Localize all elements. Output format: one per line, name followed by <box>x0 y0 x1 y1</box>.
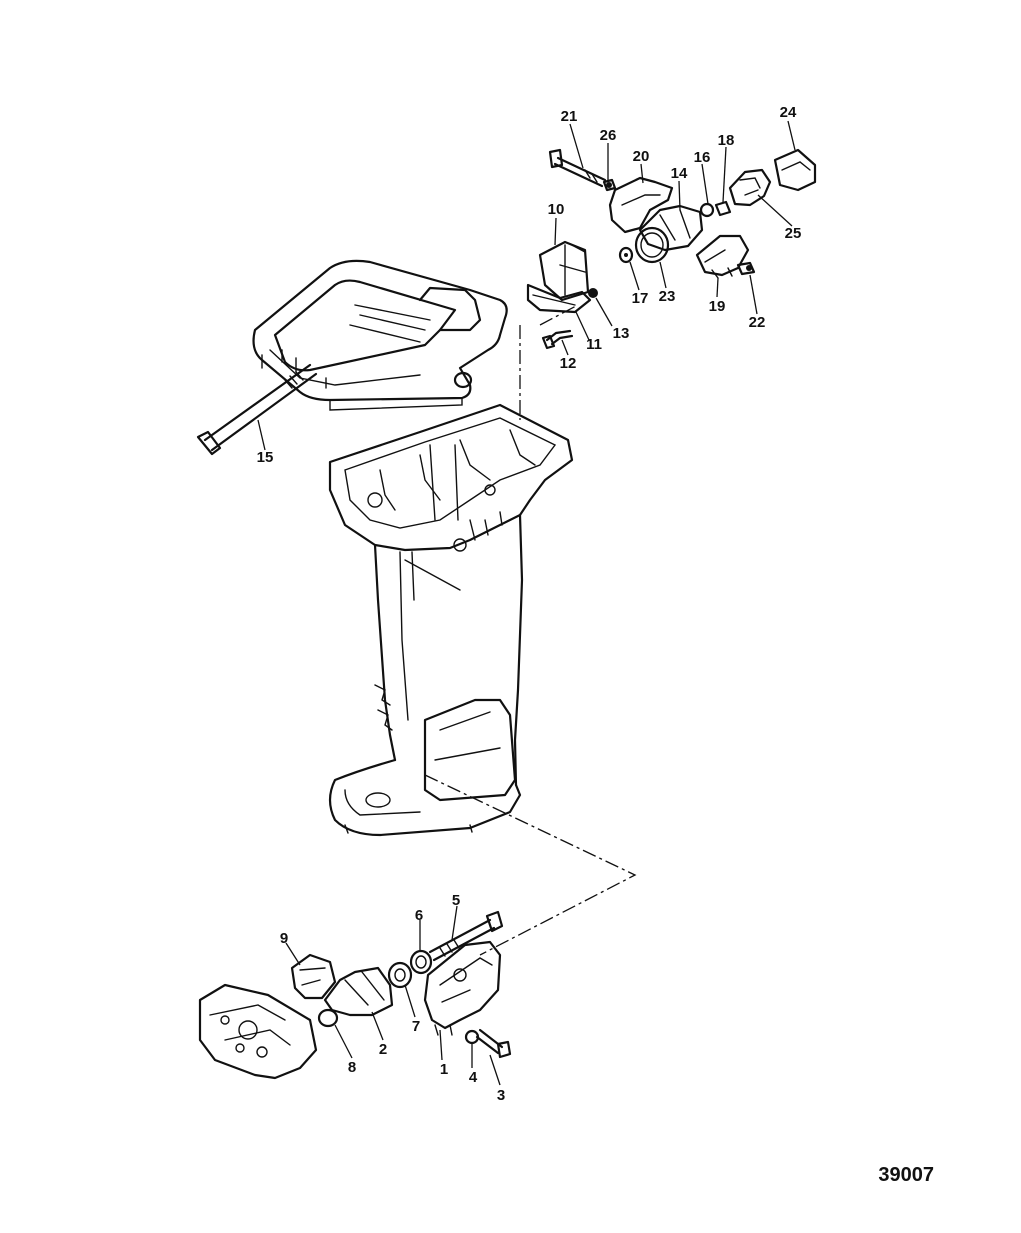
callout-11: 11 <box>586 336 602 353</box>
leader-lines <box>257 120 796 1086</box>
upper-mount-bracket <box>526 240 598 350</box>
callout-18: 18 <box>718 132 735 149</box>
adapter-plate <box>252 259 508 411</box>
callout-19: 19 <box>709 298 726 315</box>
callout-labels: 1 2 3 4 5 6 7 8 9 10 11 12 13 14 15 16 1… <box>257 104 802 1104</box>
callout-20: 20 <box>633 148 650 165</box>
upper-mount-assembly <box>548 148 817 279</box>
lower-mount-assembly <box>198 910 512 1080</box>
callout-23: 23 <box>659 288 676 305</box>
callout-1: 1 <box>440 1061 448 1078</box>
figure-number: 39007 <box>878 1164 934 1186</box>
callout-17: 17 <box>632 290 649 307</box>
driveshaft-housing <box>328 403 574 837</box>
callout-21: 21 <box>561 108 578 125</box>
callout-10: 10 <box>548 201 565 218</box>
callout-26: 26 <box>600 127 617 144</box>
callout-16: 16 <box>694 149 711 166</box>
callout-14: 14 <box>671 165 688 182</box>
bolt-15 <box>196 363 318 456</box>
callout-4: 4 <box>469 1069 478 1086</box>
callout-2: 2 <box>379 1041 387 1058</box>
callout-25: 25 <box>785 225 802 242</box>
callout-12: 12 <box>560 355 577 372</box>
callout-24: 24 <box>780 104 797 121</box>
callout-9: 9 <box>280 930 288 947</box>
callout-6: 6 <box>415 907 423 924</box>
callout-7: 7 <box>412 1018 420 1035</box>
callout-22: 22 <box>749 314 766 331</box>
callout-13: 13 <box>613 325 630 342</box>
callout-5: 5 <box>452 892 460 909</box>
callout-8: 8 <box>348 1059 356 1076</box>
callout-3: 3 <box>497 1087 505 1104</box>
callout-15: 15 <box>257 449 274 466</box>
